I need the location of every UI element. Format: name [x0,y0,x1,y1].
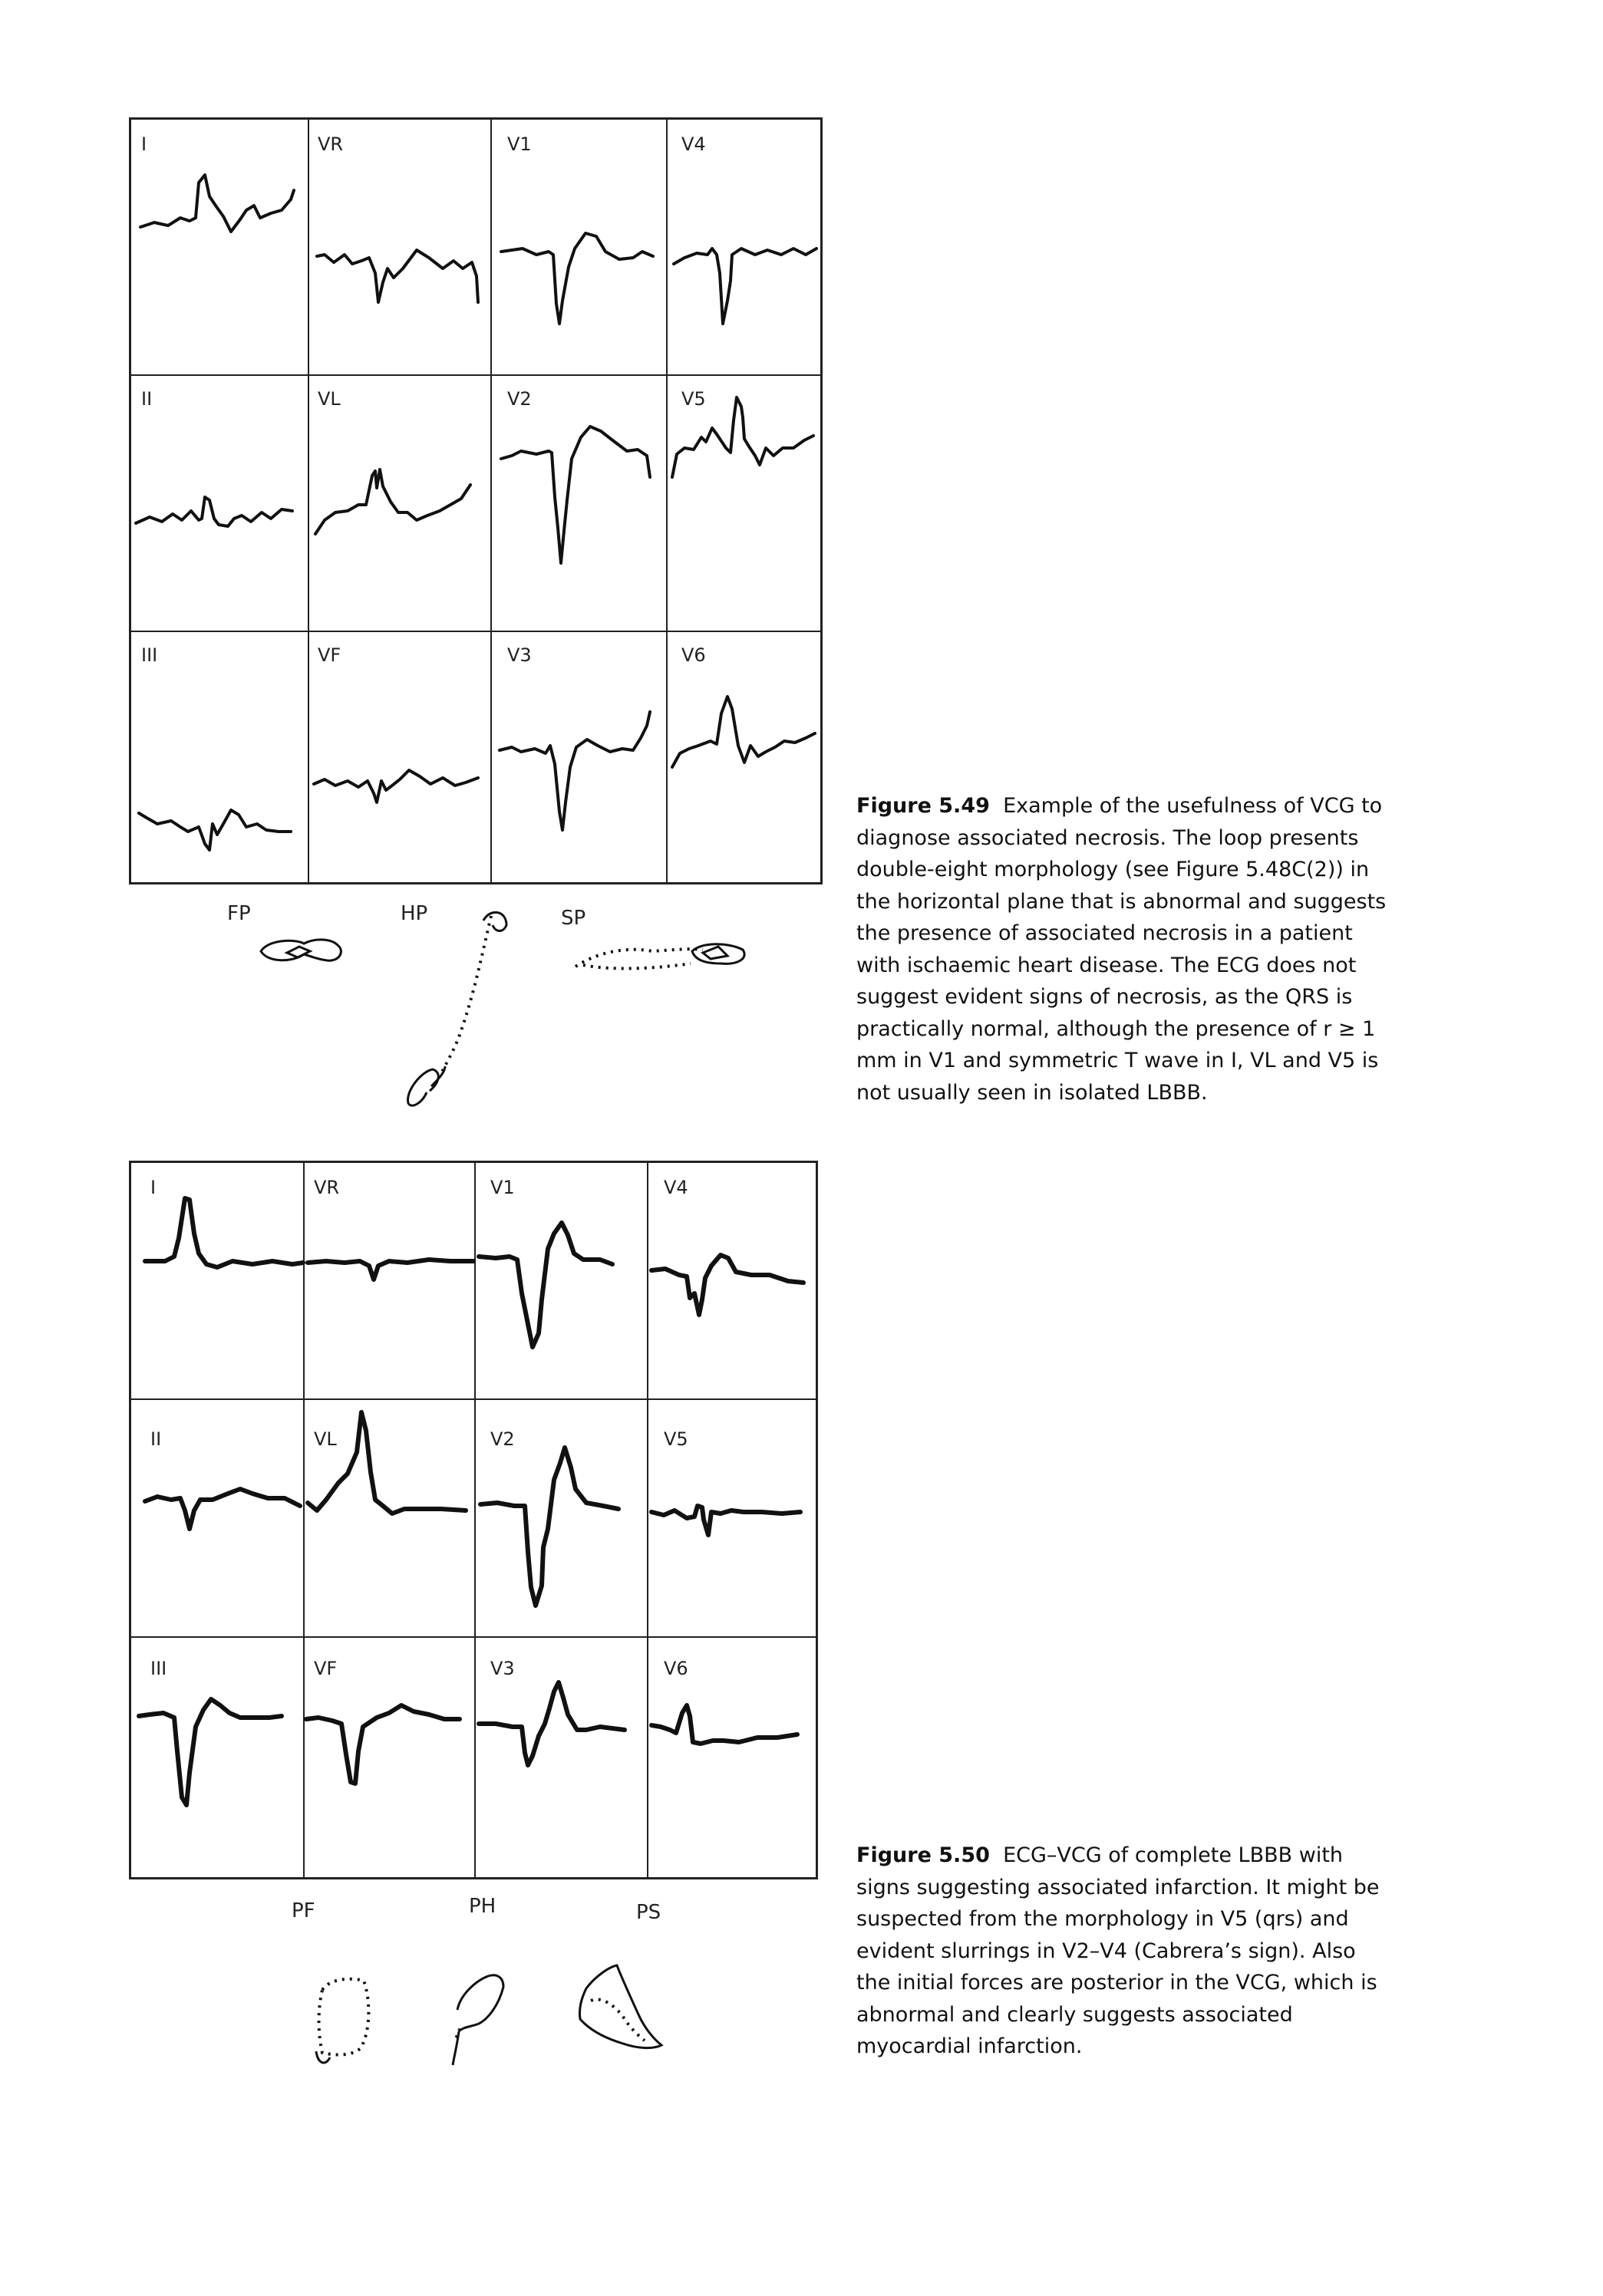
ecg-trace-v3 [498,710,651,832]
vcg-loop-pf [315,1977,371,2064]
lead-label-vr: VR [314,1177,340,1198]
ecg-trace-iii [137,809,292,852]
lead-label-v1: V1 [490,1177,515,1198]
ecg-trace-v6 [649,1703,800,1746]
ecg-trace-vr [305,1257,476,1282]
ecg-trace-vr [315,249,480,304]
lead-label-v5: V5 [664,1428,688,1450]
ecg-trace-v1 [477,1220,615,1349]
lead-label-vf: VF [314,1658,338,1679]
vcg-loop-hp [407,911,508,1107]
ecg-trace-v4 [649,1253,806,1317]
grid-divider [303,1163,305,1877]
lead-label-iii: III [141,644,158,666]
loop-label-fp: FP [227,902,251,925]
lead-label-v2: V2 [507,388,532,410]
caption-figure-5-49: Figure 5.49 Example of the usefulness of… [856,790,1394,1108]
ecg-trace-iii [137,1697,284,1807]
ecg-trace-v5 [649,1504,803,1537]
ecg-trace-ii [143,1487,302,1531]
lead-label-vf: VF [318,644,341,666]
lead-label-v4: V4 [681,133,706,155]
ecg-trace-vl [314,468,472,535]
loop-label-ps: PS [636,1901,661,1924]
lead-label-v6: V6 [681,644,706,666]
grid-divider [131,631,820,632]
lead-label-ii: II [150,1428,162,1450]
lead-label-vr: VR [318,133,344,155]
vcg-loop-sp [574,943,746,970]
loop-label-ph: PH [469,1895,496,1918]
grid-divider [647,1163,648,1877]
grid-divider [131,374,820,376]
lead-label-v1: V1 [507,133,532,155]
vcg-loop-ps [579,1964,664,2050]
caption-figure-label: Figure 5.50 [856,1843,990,1867]
ecg-trace-i [143,1196,305,1270]
grid-divider [131,1398,816,1400]
lead-label-v2: V2 [490,1428,515,1450]
ecg-trace-v5 [671,396,815,479]
loop-label-pf: PF [292,1899,315,1922]
loop-label-sp: SP [561,907,586,930]
ecg-trace-vf [312,769,480,804]
grid-divider [131,1636,816,1638]
ecg-trace-vl [305,1410,468,1516]
caption-figure-text: Example of the usefulness of VCG to diag… [856,794,1387,1105]
ecg-grid-figure-5-49: I VR V1 V4 II VL V2 V5 III VF V3 V6 [129,117,823,884]
ecg-trace-v6 [671,695,816,769]
ecg-trace-v1 [500,232,655,325]
lead-label-vl: VL [314,1428,337,1450]
lead-label-v3: V3 [490,1658,515,1679]
caption-figure-text: ECG–VCG of complete LBBB with signs sugg… [856,1843,1380,2058]
ecg-trace-v2 [500,425,651,565]
loop-label-hp: HP [401,902,428,925]
ecg-trace-vf [304,1703,462,1786]
lead-label-vl: VL [318,388,341,410]
ecg-trace-v3 [477,1680,627,1767]
lead-label-v4: V4 [664,1177,688,1198]
ecg-grid-figure-5-50: I VR V1 V4 II VL V2 V5 III VF V3 V6 [129,1161,818,1879]
lead-label-v5: V5 [681,388,706,410]
caption-figure-5-50: Figure 5.50 ECG–VCG of complete LBBB wit… [856,1840,1394,2063]
ecg-trace-v2 [478,1445,621,1608]
grid-divider [308,120,309,882]
ecg-trace-ii [134,496,294,528]
grid-divider [474,1163,476,1877]
vcg-loop-ph [451,1974,505,2066]
lead-label-ii: II [141,388,153,410]
lead-label-i: I [150,1177,157,1198]
vcg-loop-fp [259,938,342,962]
ecg-trace-i [139,173,295,233]
ecg-trace-v4 [672,247,818,325]
caption-figure-label: Figure 5.49 [856,794,990,818]
lead-label-iii: III [150,1658,167,1679]
lead-label-v3: V3 [507,644,532,666]
grid-divider [666,120,668,882]
grid-divider [490,120,492,882]
lead-label-i: I [141,133,147,155]
lead-label-v6: V6 [664,1658,688,1679]
